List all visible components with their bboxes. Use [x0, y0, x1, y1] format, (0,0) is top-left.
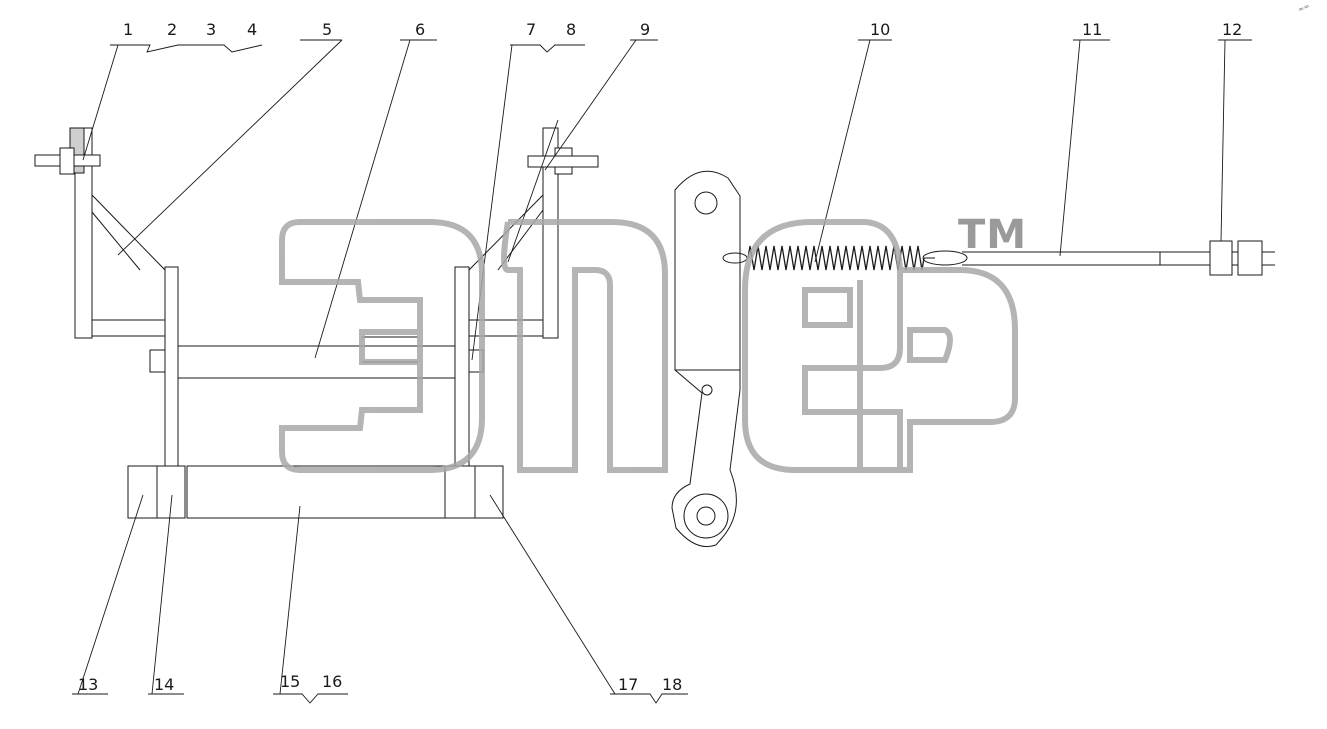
shaft	[178, 336, 455, 379]
left-plate	[149, 266, 179, 468]
leader-lines	[72, 39, 1252, 704]
callout-3: 3	[206, 20, 217, 39]
left-bracket	[34, 127, 166, 339]
callout-10: 10	[870, 20, 891, 39]
lever-arm	[671, 170, 741, 548]
watermark-logo	[279, 219, 1018, 473]
callout-4: 4	[247, 20, 258, 39]
callout-8: 8	[566, 20, 577, 39]
trademark-mark: TM	[958, 212, 1028, 258]
callout-1: 1	[123, 20, 134, 39]
callout-14: 14	[154, 675, 175, 694]
roller-assembly	[127, 465, 504, 519]
callout-18: 18	[662, 675, 683, 694]
callout-2: 2	[167, 20, 178, 39]
callout-7: 7	[526, 20, 537, 39]
callout-16: 16	[322, 672, 343, 691]
right-bracket	[468, 127, 599, 339]
tie-rod	[962, 240, 1275, 276]
callout-9: 9	[640, 20, 651, 39]
callout-17: 17	[618, 675, 639, 694]
callout-13: 13	[78, 675, 99, 694]
callout-6: 6	[415, 20, 426, 39]
callout-11: 11	[1082, 20, 1103, 39]
callout-12: 12	[1222, 20, 1243, 39]
right-plate	[454, 266, 543, 468]
spring	[722, 245, 968, 271]
callout-5: 5	[322, 20, 333, 39]
callout-15: 15	[280, 672, 301, 691]
